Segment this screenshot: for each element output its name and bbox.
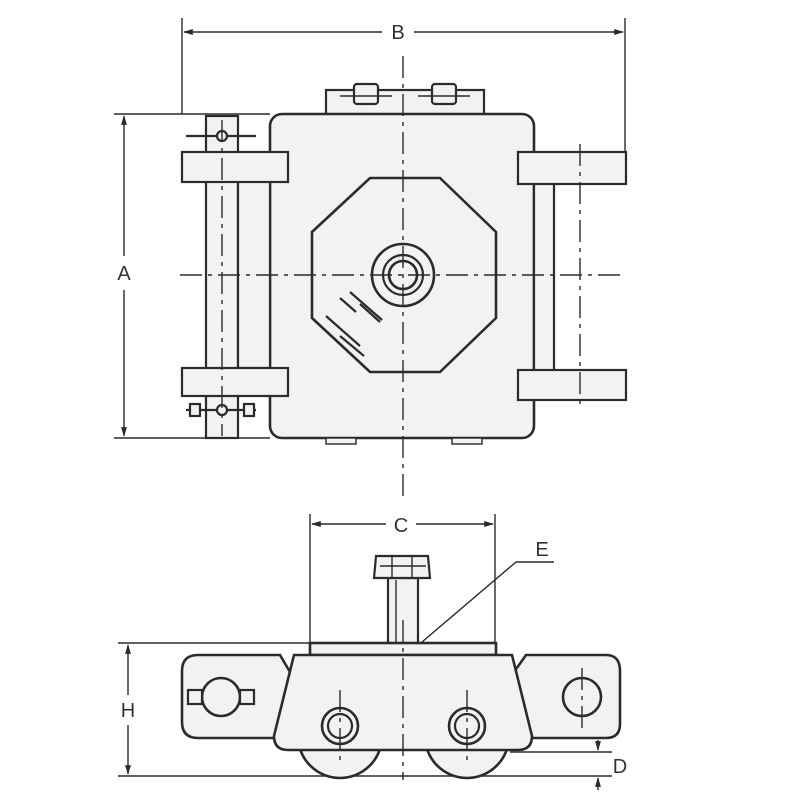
top-mounting-bracket: [324, 82, 486, 118]
top-view: B A: [114, 18, 628, 500]
dimension-e: E: [421, 539, 554, 643]
dimension-e-label: E: [535, 539, 548, 561]
dimension-h-label: H: [121, 700, 135, 722]
dimension-d: D: [510, 740, 627, 790]
octagonal-turntable: [310, 176, 498, 374]
dimension-b-label: B: [391, 22, 404, 44]
right-handle-bracket: [512, 653, 622, 740]
left-handle-bracket: [180, 653, 292, 740]
dimension-a: A: [114, 113, 270, 439]
swivel-pin: [372, 554, 432, 646]
dimension-h: H: [118, 642, 612, 777]
turntable-markings: [325, 291, 383, 357]
dimension-c: C: [309, 514, 496, 644]
dimension-d-label: D: [613, 756, 627, 778]
side-view: C E H D: [118, 514, 627, 790]
right-rail-assembly: [516, 150, 628, 402]
dimension-b: B: [181, 18, 626, 152]
bottom-tab-left: [325, 437, 357, 445]
dimension-a-label: A: [117, 263, 131, 285]
dimension-c-label: C: [394, 515, 408, 537]
bottom-tab-right: [451, 437, 483, 445]
